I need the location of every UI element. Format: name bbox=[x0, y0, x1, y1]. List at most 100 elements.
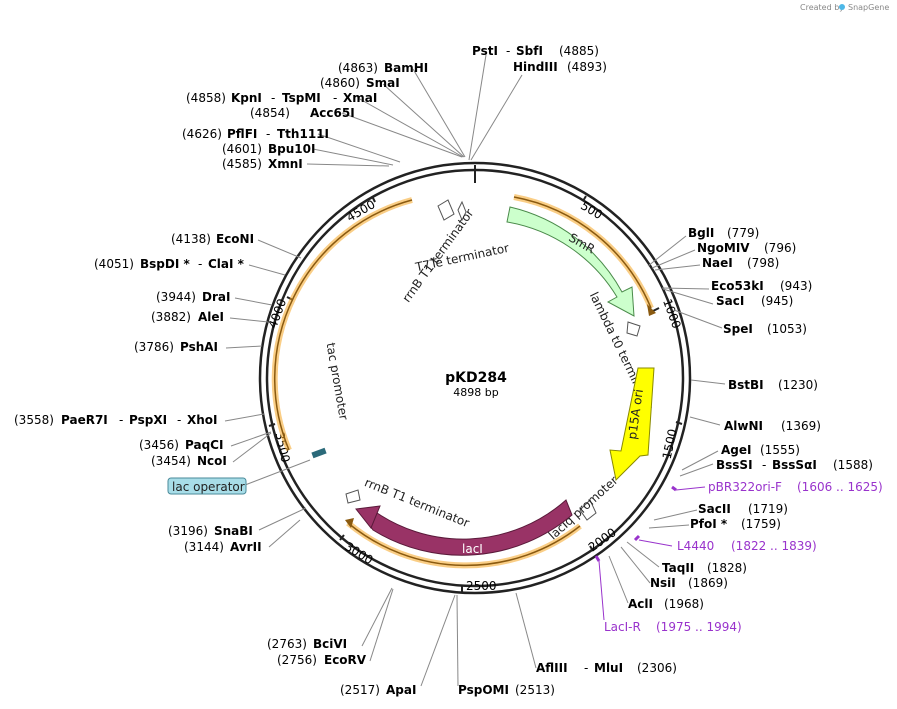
site-bamhi: BamHI bbox=[384, 61, 428, 75]
site-nsii-pos: (1869) bbox=[688, 576, 728, 590]
site-pfoi: PfoI * bbox=[690, 517, 728, 531]
site-hindiii-pos: (4893) bbox=[567, 60, 607, 74]
site-xmni: XmnI bbox=[268, 157, 303, 171]
site-pspxi: PspXI bbox=[129, 413, 167, 427]
ruler-1000: 1000 bbox=[660, 297, 684, 330]
site-paer7i-pos: (3558) bbox=[14, 413, 54, 427]
site-drai-pos: (3944) bbox=[156, 290, 196, 304]
plasmid-name: pKD284 bbox=[445, 370, 507, 386]
ruler-3000: 3000 bbox=[342, 539, 375, 567]
svg-text:-: - bbox=[177, 413, 181, 427]
site-spei: SpeI bbox=[723, 322, 753, 336]
site-pspomi-pos: (2513) bbox=[515, 683, 555, 697]
laci-orf-arrow-icon bbox=[345, 518, 354, 528]
site-pflfi: PflFI bbox=[227, 127, 257, 141]
site-eco53ki-pos: (943) bbox=[780, 279, 812, 293]
site-acc65i-pos: (4854) bbox=[250, 106, 290, 120]
site-bspdi: BspDI * bbox=[140, 257, 190, 271]
site-bgli-pos: (779) bbox=[727, 226, 759, 240]
svg-text:-: - bbox=[506, 44, 510, 58]
laci-arrow-icon bbox=[355, 505, 381, 529]
site-taqii-pos: (1828) bbox=[707, 561, 747, 575]
tac-promoter-label: tac promoter bbox=[323, 342, 350, 421]
ruler-2500: 2500 bbox=[466, 579, 497, 593]
site-ecorv: EcoRV bbox=[324, 653, 367, 667]
site-saci-pos: (945) bbox=[761, 294, 793, 308]
ruler-1500: 1500 bbox=[660, 428, 680, 461]
lac-operator-leader bbox=[244, 459, 311, 486]
site-bgli: BglI bbox=[688, 226, 714, 240]
site-bcivi-pos: (2763) bbox=[267, 637, 307, 651]
smr-feature[interactable] bbox=[506, 206, 635, 317]
site-spei-pos: (1053) bbox=[767, 322, 807, 336]
site-paqci: PaqCI bbox=[185, 438, 223, 452]
primer-laci-r-name: LacI-R bbox=[604, 620, 641, 634]
site-acc65i: Acc65I bbox=[310, 106, 355, 120]
plasmid-size: 4898 bp bbox=[453, 386, 498, 399]
site-bsssi: BssSI bbox=[716, 458, 753, 472]
site-bstbi-pos: (1230) bbox=[778, 378, 818, 392]
site-bpu10i-pos: (4601) bbox=[222, 142, 262, 156]
rrnb-lower-icon[interactable] bbox=[345, 489, 361, 504]
site-avrii: AvrII bbox=[230, 540, 262, 554]
site-tth111i: Tth111I bbox=[277, 127, 329, 141]
laci-orf-line bbox=[347, 522, 581, 567]
lambda-terminator-icon[interactable] bbox=[626, 321, 641, 337]
svg-text:-: - bbox=[271, 91, 275, 105]
site-econi: EcoNI bbox=[216, 232, 254, 246]
site-bpu10i: Bpu10I bbox=[268, 142, 315, 156]
site-bcivi: BciVI bbox=[313, 637, 347, 651]
site-apai-pos: (2517) bbox=[340, 683, 380, 697]
site-ncoi-pos: (3454) bbox=[151, 454, 191, 468]
site-pfoi-pos: (1759) bbox=[741, 517, 781, 531]
p15a-ori-feature[interactable] bbox=[609, 367, 655, 482]
backbone-outer bbox=[258, 161, 692, 595]
rrnb-upper-icon[interactable] bbox=[437, 199, 455, 221]
primer-marks bbox=[594, 485, 706, 621]
site-pshai: PshAI bbox=[180, 340, 218, 354]
smr-orf-arrow-icon bbox=[647, 304, 656, 316]
site-bspdi-pos: (4051) bbox=[94, 257, 134, 271]
site-xhoi: XhoI bbox=[187, 413, 218, 427]
site-afliii-pos: (2306) bbox=[637, 661, 677, 675]
svg-text:-: - bbox=[119, 413, 123, 427]
site-acli: AclI bbox=[628, 597, 653, 611]
site-afliii: AflIII bbox=[536, 661, 568, 675]
primer-l4440-range: (1822 .. 1839) bbox=[731, 539, 817, 553]
p15a-ori-label: p15A ori bbox=[625, 388, 646, 440]
site-nsii: NsiI bbox=[650, 576, 676, 590]
svg-text:-: - bbox=[266, 127, 270, 141]
site-psti-pos: (4885) bbox=[559, 44, 599, 58]
orf-left-line bbox=[274, 199, 413, 451]
lac-operator-label: lac operator bbox=[172, 480, 245, 494]
site-naei-pos: (798) bbox=[747, 256, 779, 270]
site-apai: ApaI bbox=[386, 683, 416, 697]
laci-label: lacI bbox=[462, 542, 483, 556]
site-xmai: XmaI bbox=[343, 91, 377, 105]
site-acli-pos: (1968) bbox=[664, 597, 704, 611]
site-avrii-pos: (3144) bbox=[184, 540, 224, 554]
site-xmni-pos: (4585) bbox=[222, 157, 262, 171]
t7te-icon[interactable] bbox=[457, 200, 467, 222]
site-pspomi: PspOMI bbox=[458, 683, 509, 697]
site-alwni: AlwNI bbox=[724, 419, 763, 433]
site-paer7i: PaeR7I bbox=[61, 413, 108, 427]
primer-l4440-name: L4440 bbox=[677, 539, 714, 553]
site-agei: AgeI bbox=[721, 443, 751, 457]
site-agei-pos: (1555) bbox=[760, 443, 800, 457]
site-eco53ki: Eco53kI bbox=[711, 279, 764, 293]
site-econi-pos: (4138) bbox=[171, 232, 211, 246]
site-ncoi: NcoI bbox=[197, 454, 227, 468]
laciq-promoter-icon[interactable] bbox=[579, 499, 597, 521]
t7te-label: T7Te terminator bbox=[413, 241, 510, 275]
lac-operator-mark[interactable] bbox=[311, 447, 327, 459]
snapgene-logo-icon bbox=[839, 4, 845, 10]
site-alwni-pos: (1369) bbox=[781, 419, 821, 433]
svg-text:-: - bbox=[584, 661, 588, 675]
site-naei: NaeI bbox=[702, 256, 733, 270]
site-tspmi: TspMI bbox=[282, 91, 321, 105]
site-bamhi-pos: (4863) bbox=[338, 61, 378, 75]
site-taqii: TaqII bbox=[662, 561, 694, 575]
site-ecorv-pos: (2756) bbox=[277, 653, 317, 667]
